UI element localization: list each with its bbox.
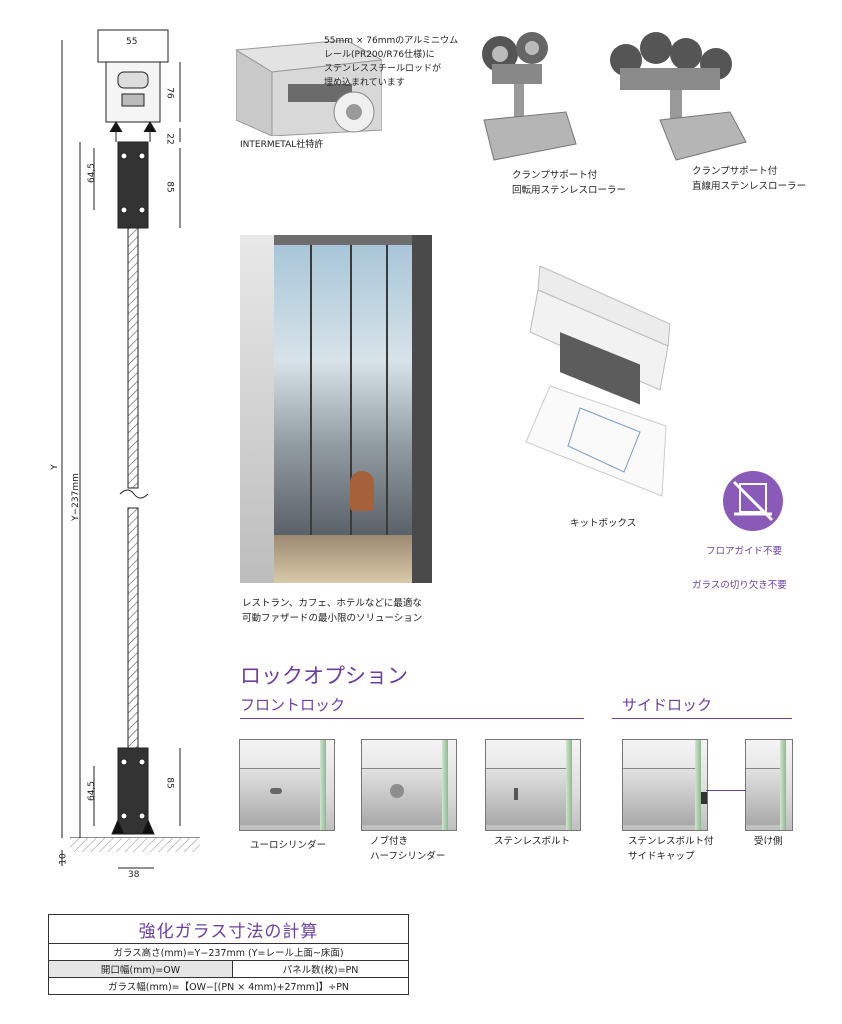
linear-roller-image xyxy=(610,32,747,161)
front-lock-rule xyxy=(240,718,584,719)
stainless-bolt-image xyxy=(485,739,581,831)
lock-caption-euro-cylinder: ユーロシリンダー xyxy=(250,838,326,853)
rail-description-line: 埋め込まれています xyxy=(324,78,405,88)
roller-caption-line: クランプサポート付 xyxy=(512,170,598,181)
half-cylinder-image xyxy=(361,739,457,831)
side-cap-bolt-image xyxy=(622,739,708,831)
storefront-photo xyxy=(240,235,432,583)
rail-description: 55mm × 76mmのアルミニウム レール(PR200/R76仕様)に ステン… xyxy=(324,34,458,90)
dim-85-bottom: 85 xyxy=(164,777,175,789)
no-floor-guide-icon xyxy=(723,471,783,531)
calc-title: 強化ガラス寸法の計算 xyxy=(48,914,409,944)
rail-description-line: ステンレススチールロッドが xyxy=(324,64,442,74)
feature-no-floor-guide: フロアガイド不要 xyxy=(706,546,783,557)
lock-caption-side-cap-bolt: ステンレスボルト付 サイドキャップ xyxy=(628,834,714,864)
lock-caption-line: ステンレスボルト xyxy=(494,836,571,847)
lock-options-heading: ロックオプション xyxy=(240,664,408,688)
calc-opening-width: 開口幅(mm)=OW xyxy=(47,960,234,978)
lock-caption-strike-side: 受け側 xyxy=(754,834,783,849)
glass-calculation-table: 強化ガラス寸法の計算 ガラス高さ(mm)=Y−237mm (Y=レール上面~床面… xyxy=(47,914,409,995)
dim-y-minus-237: Y−237mm xyxy=(70,473,81,521)
roller-caption-line: クランプサポート付 xyxy=(692,166,778,177)
patent-label: INTERMETAL社特許 xyxy=(240,140,324,150)
calc-panel-count: パネル数(枚)=PN xyxy=(232,960,409,978)
dim-85-top: 85 xyxy=(164,181,175,193)
dim-22: 22 xyxy=(164,133,175,145)
rail-description-line: 55mm × 76mmのアルミニウム xyxy=(324,36,459,46)
storefront-caption: レストラン、カフェ、ホテルなどに最適な 可動ファザードの最小限のソリューション xyxy=(242,596,422,626)
dim-76: 76 xyxy=(164,87,175,99)
lock-caption-line: ハーフシリンダー xyxy=(370,851,446,862)
rail-description-line: レール(PR200/R76仕様)に xyxy=(324,50,435,60)
dim-55: 55 xyxy=(126,37,138,47)
rotating-roller-image xyxy=(482,32,577,161)
kit-box-caption: キットボックス xyxy=(570,518,637,529)
lock-caption-line: サイドキャップ xyxy=(628,851,695,862)
rail-profile-image xyxy=(236,40,382,136)
dim-10: 10 xyxy=(58,853,69,865)
dim-38: 38 xyxy=(128,870,140,880)
storefront-caption-line: レストラン、カフェ、ホテルなどに最適な xyxy=(242,598,422,609)
lock-caption-half-cylinder: ノブ付き ハーフシリンダー xyxy=(370,834,445,864)
rotating-roller-caption: クランプサポート付 回転用ステンレスローラー xyxy=(512,168,626,198)
side-lock-connector xyxy=(706,790,746,791)
calc-glass-height: ガラス高さ(mm)=Y−237mm (Y=レール上面~床面) xyxy=(48,943,409,961)
lock-caption-line: 受け側 xyxy=(754,836,783,847)
lock-caption-line: ステンレスボルト付 xyxy=(628,836,714,847)
lock-caption-line: ユーロシリンダー xyxy=(250,840,327,851)
section-drawing xyxy=(61,29,200,869)
strike-side-image xyxy=(745,739,793,831)
side-lock-heading: サイドロック xyxy=(622,696,713,714)
euro-cylinder-image xyxy=(239,739,335,831)
dim-64-5-bottom: 64,5 xyxy=(87,780,98,802)
kit-box-image xyxy=(525,266,671,497)
dim-y: Y xyxy=(49,464,60,470)
lock-caption-stainless-bolt: ステンレスボルト xyxy=(494,834,570,849)
lock-caption-line: ノブ付き xyxy=(370,836,409,847)
linear-roller-caption: クランプサポート付 直線用ステンレスローラー xyxy=(692,164,806,194)
feature-no-glass-notch: ガラスの切り欠き不要 xyxy=(692,580,787,591)
front-lock-heading: フロントロック xyxy=(240,696,346,714)
side-lock-rule xyxy=(612,718,792,719)
roller-caption-line: 回転用ステンレスローラー xyxy=(512,185,627,196)
roller-caption-line: 直線用ステンレスローラー xyxy=(692,181,807,192)
storefront-caption-line: 可動ファザードの最小限のソリューション xyxy=(242,613,423,624)
dim-64-5-top: 64,5 xyxy=(87,162,98,184)
calc-glass-width: ガラス幅(mm)=【OW−[(PN × 4mm)+27mm]】÷PN xyxy=(48,977,409,995)
